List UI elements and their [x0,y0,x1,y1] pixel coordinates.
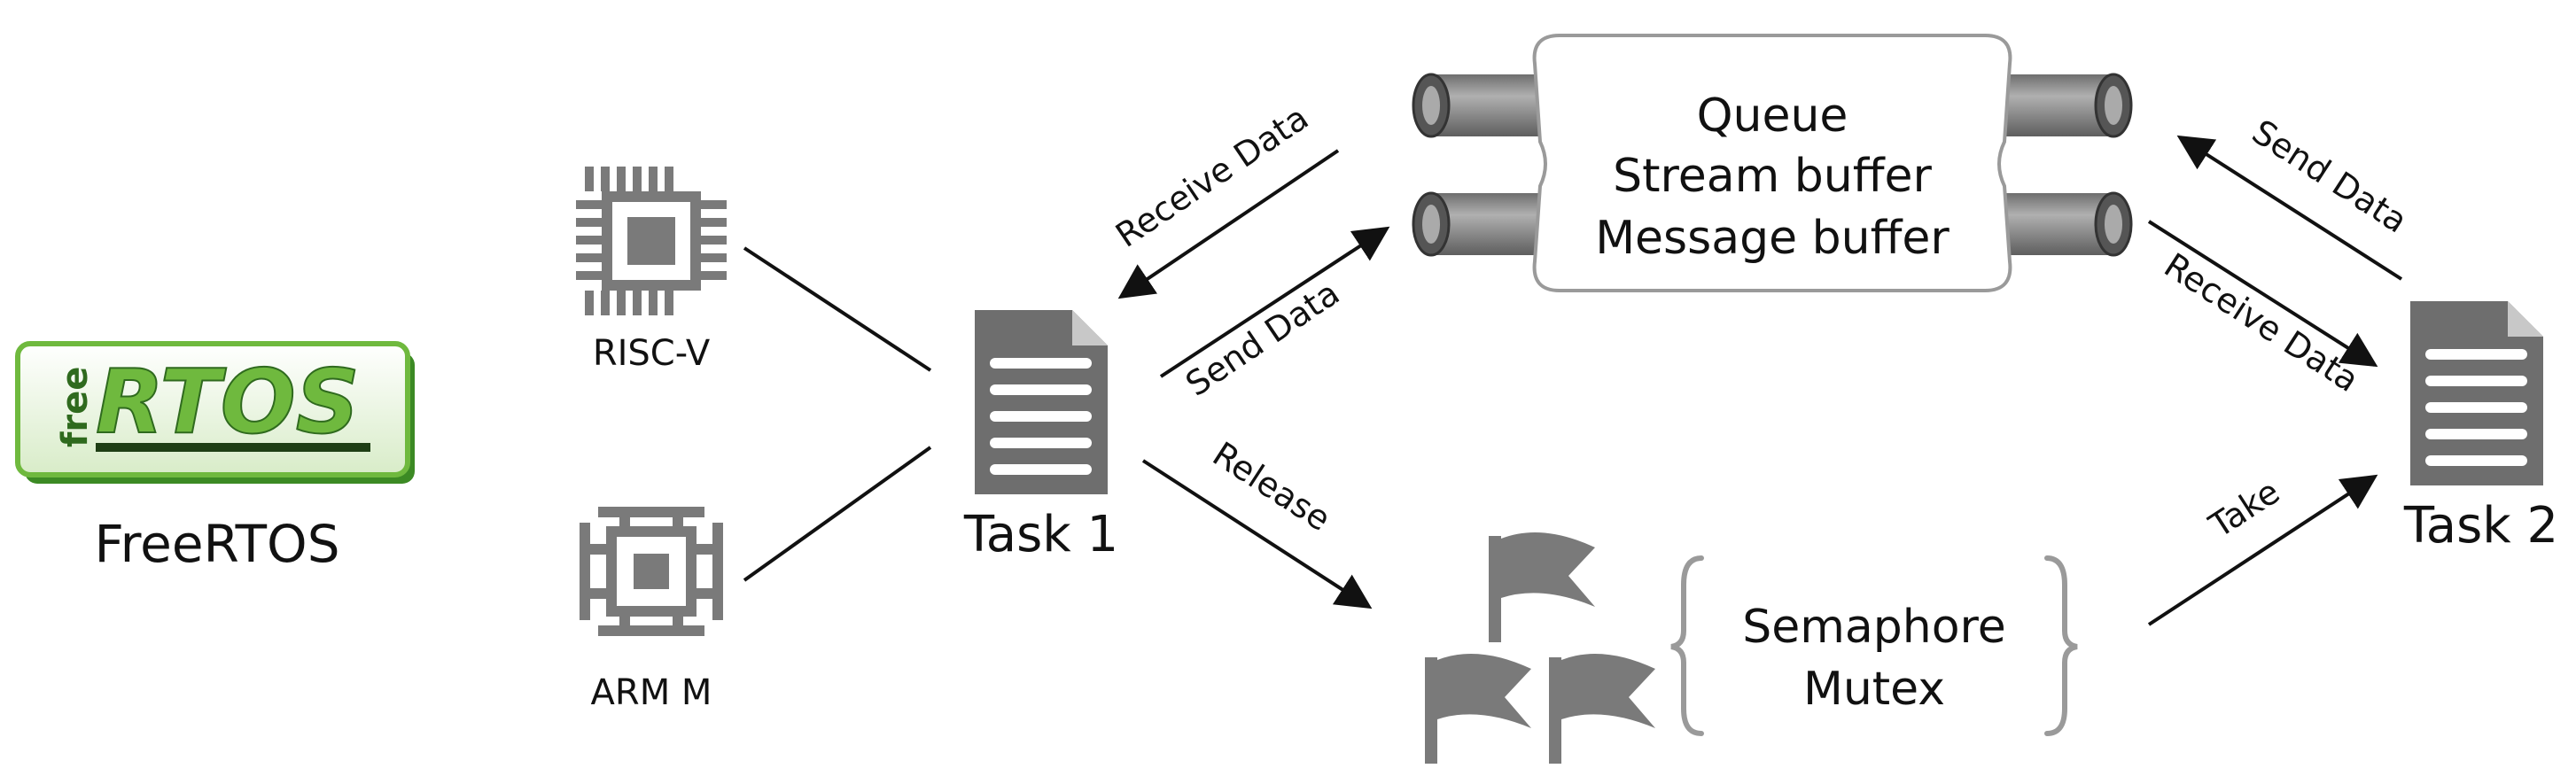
ipc-queue-label: Queue [1697,89,1848,143]
task2-send-label: Send Data [2245,113,2414,241]
cpu-connectors [743,246,932,582]
semaphore-label: Semaphore [1742,601,2006,654]
task2-take-label: Take [2202,472,2286,546]
mutex-label: Mutex [1803,663,1945,716]
task-1-label: Task 1 [963,506,1118,563]
logo-prefix-text: free [55,367,96,447]
flag-icons [1425,532,1655,764]
risc-v-label: RISC-V [593,333,711,374]
task2-take-arrow [2147,474,2378,626]
task1-release-arrow [1141,459,1373,609]
task1-receive-label: Receive Data [1109,98,1315,255]
sync-braces [1670,555,2078,736]
arm-m-label: ARM M [591,672,712,713]
ipc-box: Queue Stream buffer Message buffer [1532,34,2012,292]
flag-icon [1489,532,1595,642]
logo-mark-text: RTOS [96,350,360,454]
flag-icon [1425,653,1531,764]
freertos-logo: free RTOS [15,341,415,484]
arm-chip-icon [580,507,723,636]
task1-send-label: Send Data [1179,273,1346,403]
task1-send-arrow [1159,226,1390,378]
task2-receive-label: Receive Data [2158,245,2366,400]
arrows [1117,135,2403,626]
task1-receive-arrow [1117,149,1340,299]
task-2-document-icon [2410,301,2543,485]
ipc-stream-buffer-label: Stream buffer [1613,150,1932,203]
task2-send-arrow [2176,135,2403,281]
flag-icon [1549,653,1655,764]
risc-v-chip-icon [576,167,727,315]
task2-receive-arrow [2147,220,2378,368]
ipc-message-buffer-label: Message buffer [1595,212,1950,265]
task1-release-label: Release [1206,434,1337,539]
freertos-caption: FreeRTOS [94,514,339,574]
task-1-document-icon [975,310,1108,494]
task-2-label: Task 2 [2403,497,2558,555]
pipe-icons [1412,73,2133,257]
